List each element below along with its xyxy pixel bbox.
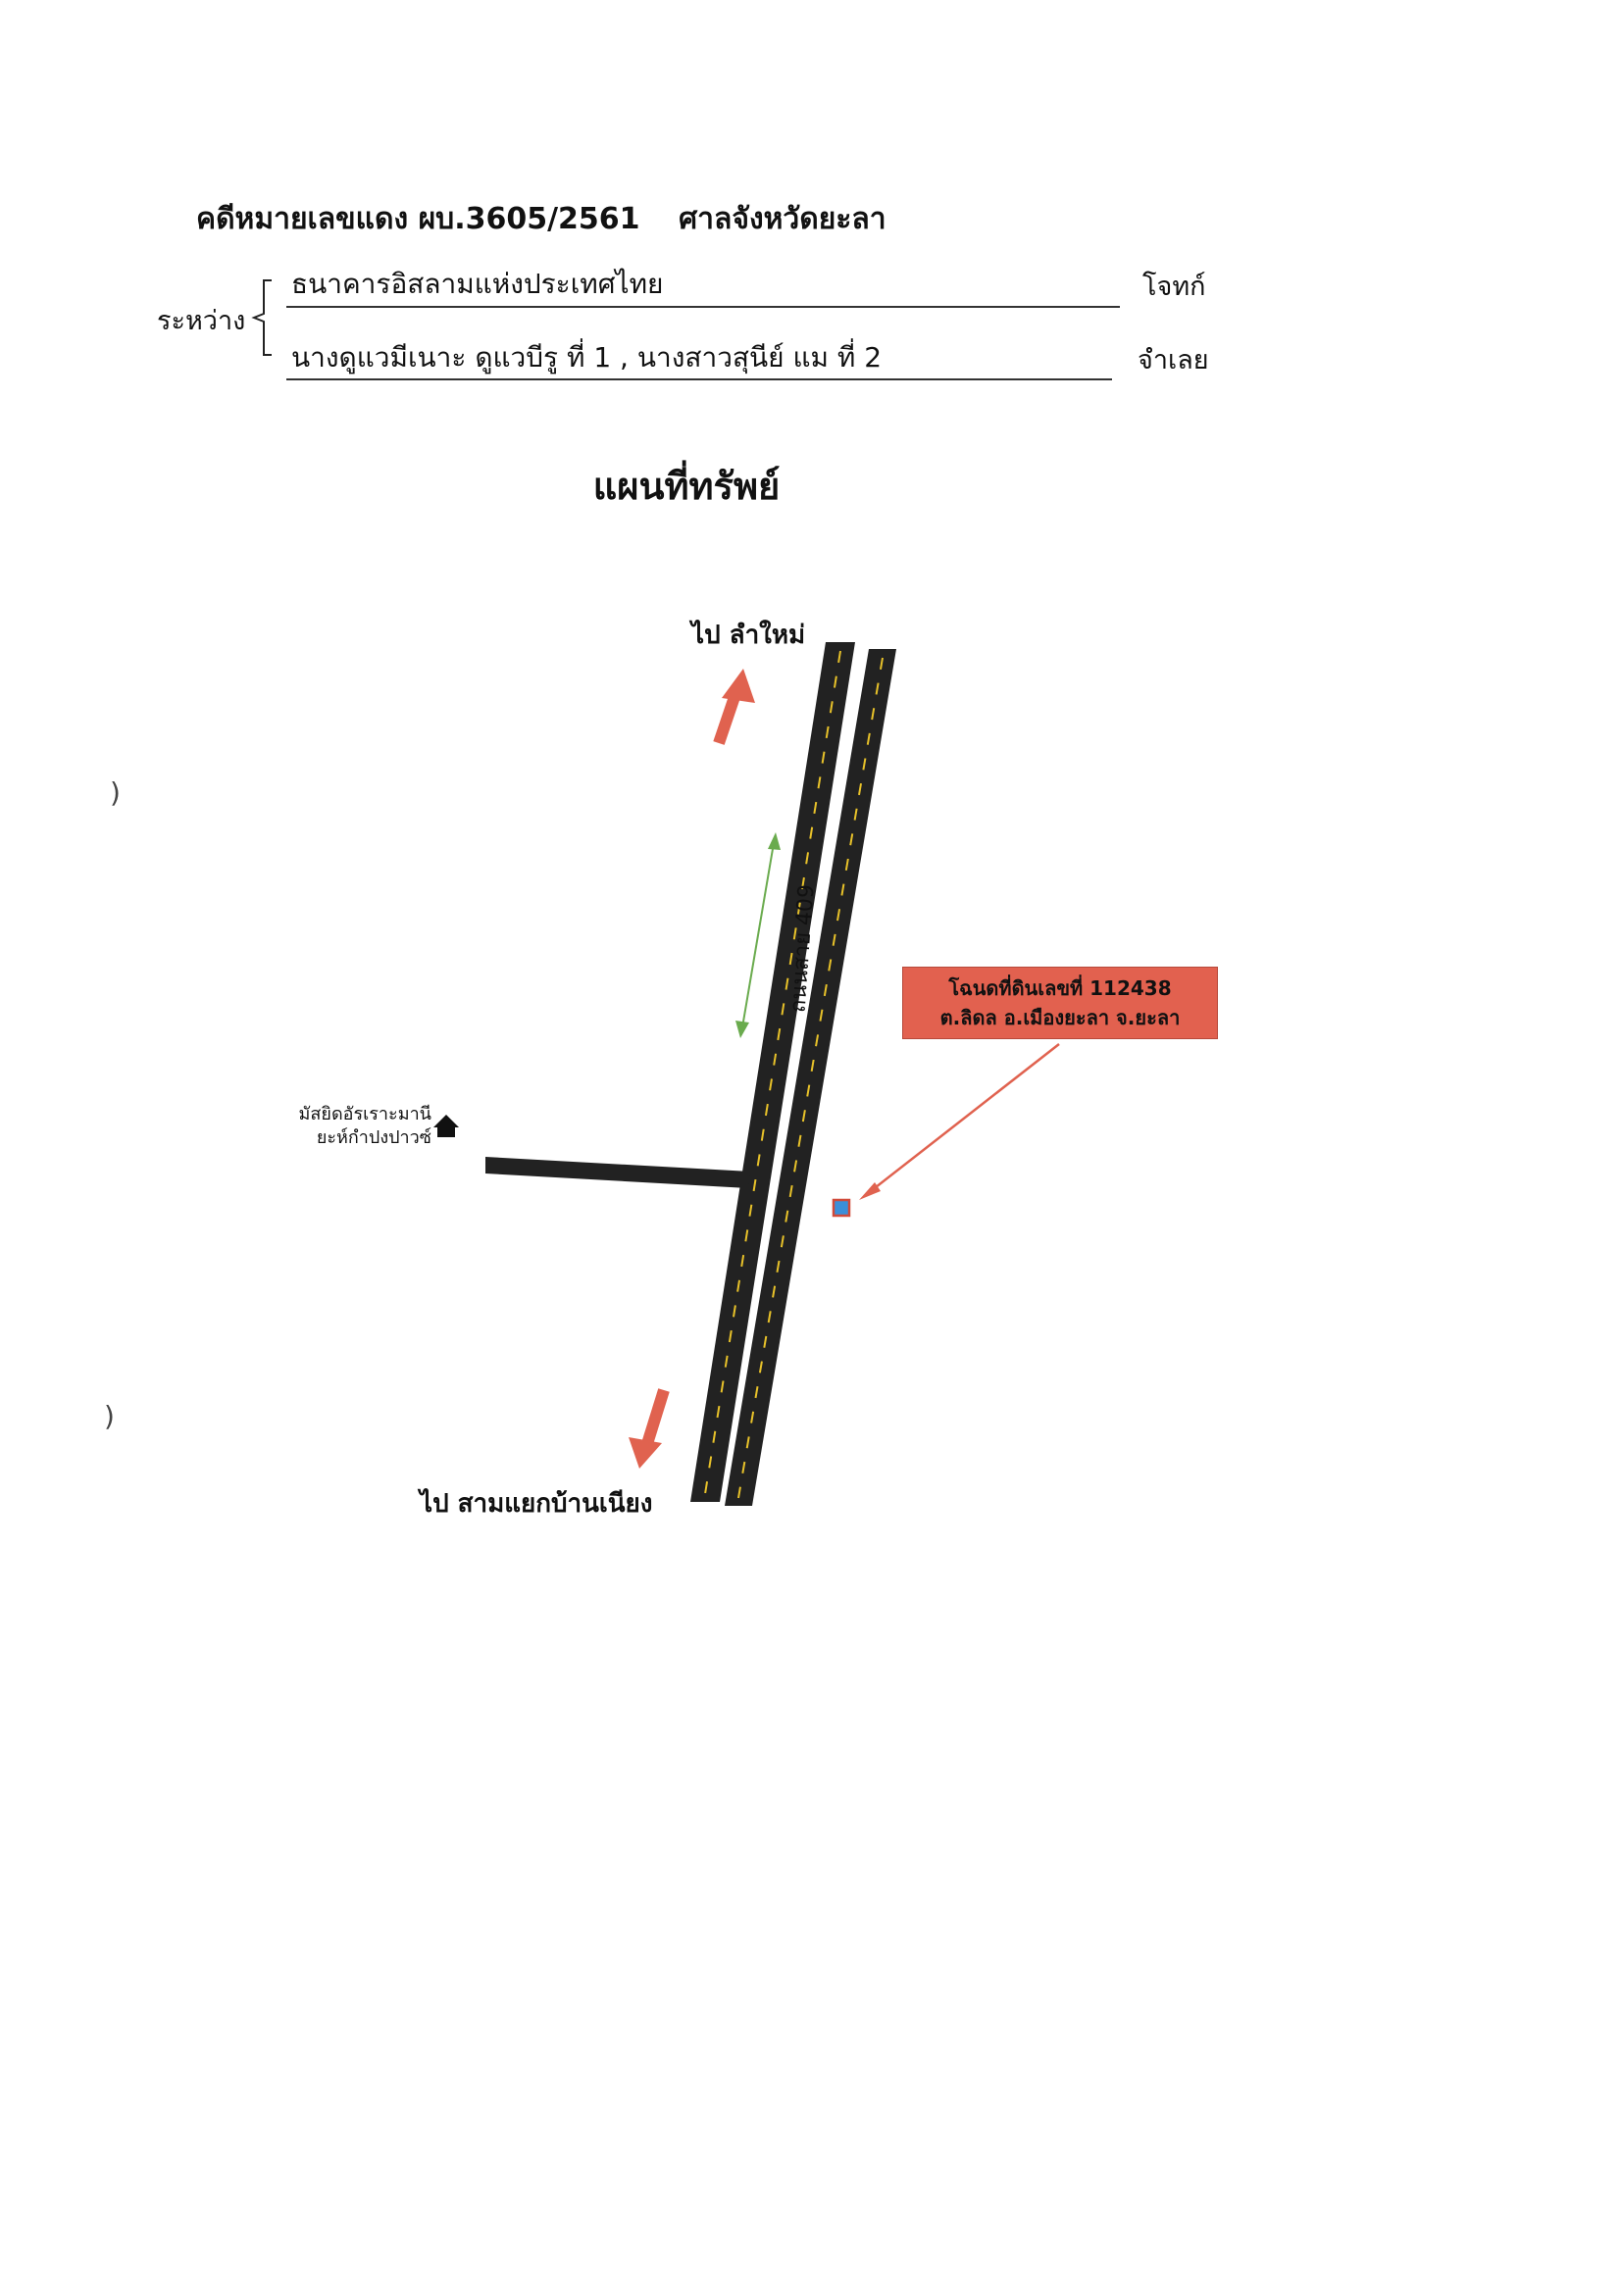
- road-lane-right: [725, 649, 896, 1506]
- road-name-arrow-icon: [735, 832, 781, 1038]
- landmark-name-line2: ยะห์กำปงปาวซ์: [316, 1127, 431, 1148]
- mosque-icon: [433, 1115, 459, 1137]
- brace-icon: [251, 279, 272, 356]
- arrow-south-icon: [629, 1388, 670, 1469]
- margin-mark: ): [110, 776, 121, 809]
- side-road: [485, 1157, 750, 1188]
- road-highway-409: [690, 642, 896, 1506]
- case-header: คดีหมายเลขแดง ผบ.3605/2561 ศาลจังหวัดยะล…: [196, 196, 886, 242]
- case-number: คดีหมายเลขแดง ผบ.3605/2561: [196, 202, 640, 236]
- property-marker-icon: [832, 1198, 851, 1218]
- landmark-mosque: มัสยิดอัรเราะมานี ยะห์กำปงปาวซ์: [275, 1103, 431, 1150]
- arrow-north-icon: [713, 669, 755, 745]
- plaintiff-role: โจทก์: [1142, 272, 1206, 302]
- defendants-underline: [286, 378, 1112, 380]
- defendant-role: จำเลย: [1138, 345, 1209, 375]
- deed-pointer-arrow-icon: [859, 1043, 1060, 1200]
- court-name: ศาลจังหวัดยะลา: [679, 202, 886, 236]
- deed-location: ต.ลิดล อ.เมืองยะลา จ.ยะลา: [939, 1006, 1181, 1029]
- defendants-names: นางดูแวมีเนาะ ดูแวบีรู ที่ 1 , นางสาวสุน…: [291, 341, 883, 374]
- margin-mark: ): [104, 1400, 115, 1432]
- direction-north-label: ไป ลำใหม่: [691, 621, 806, 650]
- plaintiff-underline: [286, 306, 1120, 308]
- page-title: แผนที่ทรัพย์: [592, 465, 781, 508]
- road-lane-left: [690, 642, 855, 1502]
- deed-number: โฉนดที่ดินเลขที่ 112438: [948, 976, 1172, 1000]
- direction-south-label: ไป สามแยกบ้านเนียง: [420, 1489, 653, 1519]
- between-label: ระหว่าง: [157, 306, 246, 336]
- deed-label-box: โฉนดที่ดินเลขที่ 112438 ต.ลิดล อ.เมืองยะ…: [902, 967, 1218, 1039]
- landmark-name-line1: มัสยิดอัรเราะมานี: [298, 1104, 431, 1124]
- plaintiff-name: ธนาคารอิสลามแห่งประเทศไทย: [291, 268, 664, 300]
